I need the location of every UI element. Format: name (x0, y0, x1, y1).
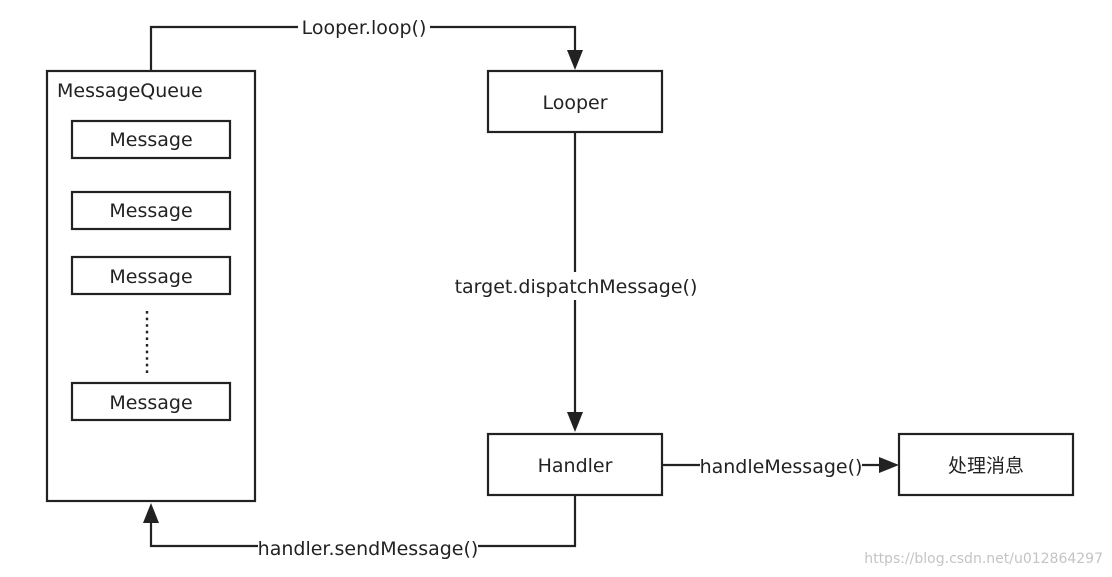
handler-node: Handler (486, 432, 664, 497)
message-item: Message (70, 381, 232, 422)
edge-dispatch-message-label: target.dispatchMessage() (455, 276, 698, 298)
message-item: Message (70, 119, 232, 160)
message-item-label: Message (109, 266, 192, 288)
edge-looper-loop: Looper.loop() (149, 14, 583, 71)
message-queue-title: MessageQueue (57, 80, 203, 102)
message-item-box (70, 119, 232, 160)
edge-handle-message-label-bg (700, 452, 862, 479)
edge-dispatch-message: target.dispatchMessage() (455, 132, 698, 432)
message-item: Message (70, 255, 232, 296)
looper-node: Looper (486, 69, 664, 134)
message-item-box (70, 190, 232, 231)
edge-dispatch-message-label-bg (456, 272, 696, 300)
message-item: Message (70, 190, 232, 231)
edge-dispatch-message-arrowhead (567, 412, 583, 432)
message-queue: MessageQueue Message Message Message Mes… (45, 69, 257, 503)
edge-send-message-arrowhead (143, 503, 159, 523)
edge-send-message: handler.sendMessage() (143, 495, 577, 561)
edge-looper-loop-arrowhead (567, 50, 583, 70)
message-item-label: Message (109, 129, 192, 151)
handler-box (486, 432, 664, 497)
edge-handle-message-label: handleMessage() (700, 456, 863, 478)
edge-send-message-label-bg (258, 534, 478, 561)
edge-handle-message-arrowhead (879, 457, 899, 473)
handler-label: Handler (538, 455, 613, 477)
looper-label: Looper (542, 92, 607, 114)
process-message-box (897, 432, 1075, 497)
edge-handle-message: handleMessage() (662, 452, 899, 479)
edge-looper-loop-label: Looper.loop() (302, 17, 427, 39)
message-item-label: Message (109, 200, 192, 222)
message-item-box (70, 381, 232, 422)
looper-box (486, 69, 664, 134)
message-item-box (70, 255, 232, 296)
process-message-node: 处理消息 (897, 432, 1075, 497)
watermark-text: https://blog.csdn.net/u012864297 (864, 551, 1103, 567)
edge-send-message-label: handler.sendMessage() (258, 538, 479, 560)
edge-looper-loop-label-bg (298, 14, 430, 40)
message-item-label: Message (109, 392, 192, 414)
process-message-label: 处理消息 (948, 455, 1024, 477)
